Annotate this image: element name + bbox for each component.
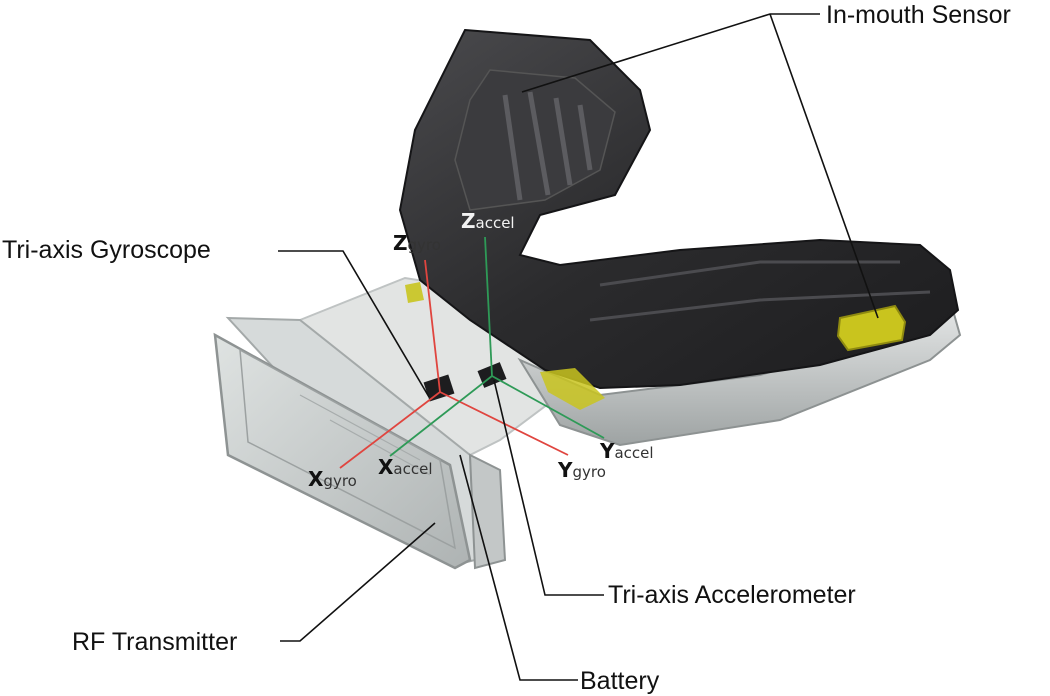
x-gyro-label: Xgyro bbox=[308, 467, 357, 491]
y-accel-axis-line bbox=[491, 375, 605, 439]
body-ridges bbox=[589, 260, 931, 322]
gyroscope-callout: Tri-axis Gyroscope bbox=[2, 236, 211, 264]
accent-pad-right bbox=[540, 368, 605, 410]
z-accel-axis-line bbox=[484, 236, 493, 377]
z-gyro-axis-line bbox=[424, 259, 441, 393]
x-accel-label: Xaccel bbox=[378, 455, 433, 479]
battery-leader bbox=[459, 454, 578, 681]
y-accel-label: Yaccel bbox=[599, 439, 654, 463]
rf-transmitter-leader bbox=[280, 522, 436, 642]
mouthguard-illustration bbox=[213, 28, 962, 570]
gyroscope-leader bbox=[278, 250, 430, 398]
x-accel-axis-line bbox=[389, 375, 493, 457]
x-gyro-axis-line bbox=[339, 391, 441, 469]
mouthguard-channel bbox=[454, 69, 616, 211]
in-mouth-sensor-leader-b bbox=[769, 13, 879, 319]
accelerometer-leader bbox=[493, 379, 604, 596]
z-accel-label: Zaccel bbox=[461, 209, 515, 233]
leader-lines bbox=[278, 13, 879, 681]
y-gyro-label: Ygyro bbox=[557, 458, 606, 482]
z-gyro-label: Zgyro bbox=[393, 231, 441, 255]
accelerometer-callout: Tri-axis Accelerometer bbox=[608, 581, 856, 609]
in-mouth-sensor-callout: In-mouth Sensor bbox=[826, 1, 1011, 29]
channel-ribs bbox=[502, 91, 593, 201]
battery-callout: Battery bbox=[580, 667, 660, 695]
rf-transmitter-callout: RF Transmitter bbox=[72, 628, 237, 656]
accent-pad-left bbox=[405, 282, 424, 303]
transmitter-housing bbox=[213, 316, 507, 570]
accel-axes bbox=[389, 236, 605, 457]
sensor-pad bbox=[836, 304, 907, 352]
